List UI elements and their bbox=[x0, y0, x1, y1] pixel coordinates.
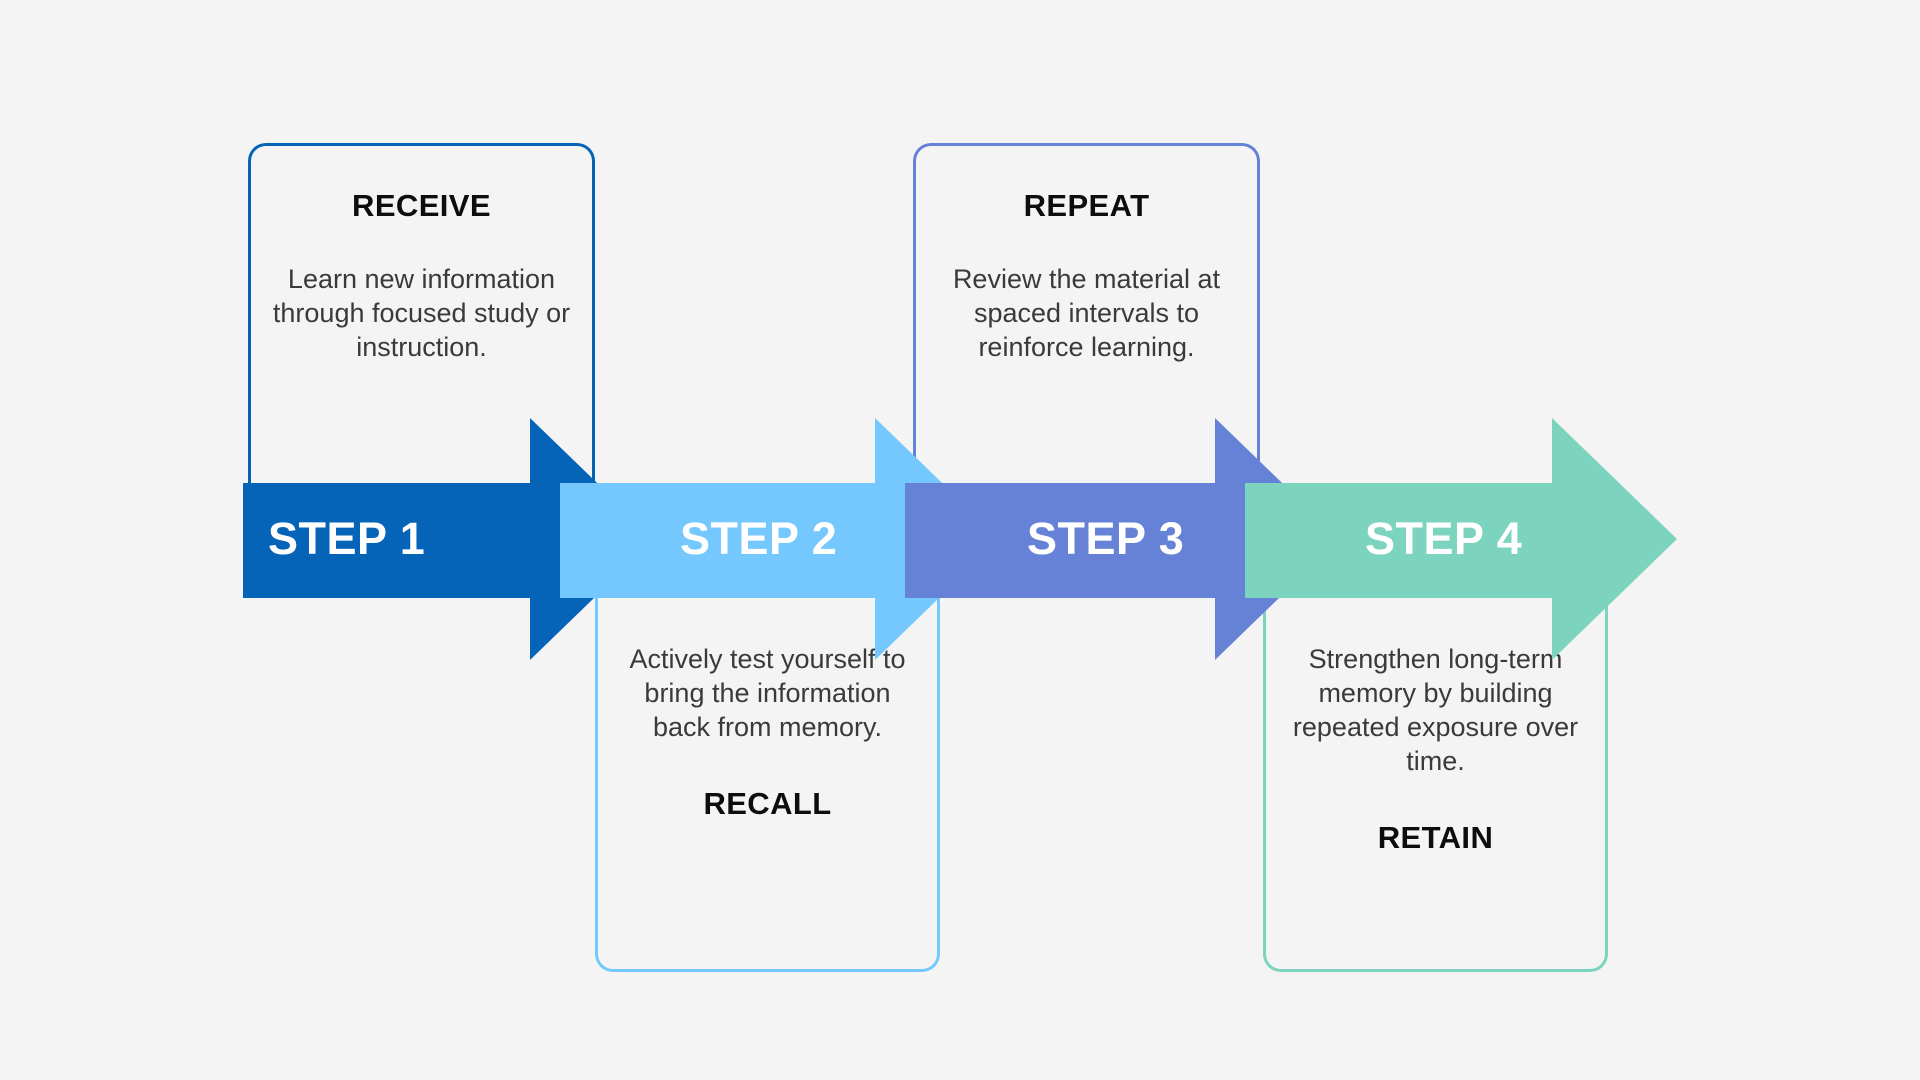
card-body-recall: Actively test yourself to bring the info… bbox=[629, 644, 906, 743]
step-card-retain[interactable]: Strengthen long-term memory by building … bbox=[1263, 590, 1608, 972]
arrow-shape-4 bbox=[1245, 418, 1677, 660]
arrow-shape-1 bbox=[243, 418, 655, 660]
card-title-retain: RETAIN bbox=[1377, 820, 1494, 856]
step-arrow-4[interactable]: STEP 4 bbox=[1245, 418, 1677, 660]
arrow-shape-2 bbox=[560, 418, 1000, 660]
step-card-repeat[interactable]: REPEAT Review the material at spaced int… bbox=[913, 143, 1260, 493]
step-card-recall[interactable]: Actively test yourself to bring the info… bbox=[595, 590, 940, 972]
card-body-repeat: Review the material at spaced intervals … bbox=[952, 264, 1221, 363]
arrow-shape-3 bbox=[905, 418, 1340, 660]
card-title-repeat: REPEAT bbox=[1023, 188, 1150, 223]
card-title-recall: RECALL bbox=[703, 786, 832, 822]
step-card-receive[interactable]: RECEIVE Learn new information through fo… bbox=[248, 143, 595, 493]
card-title-receive: RECEIVE bbox=[352, 188, 491, 223]
card-body-retain: Strengthen long-term memory by building … bbox=[1292, 644, 1579, 777]
card-body-receive: Learn new information through focused st… bbox=[272, 264, 571, 363]
